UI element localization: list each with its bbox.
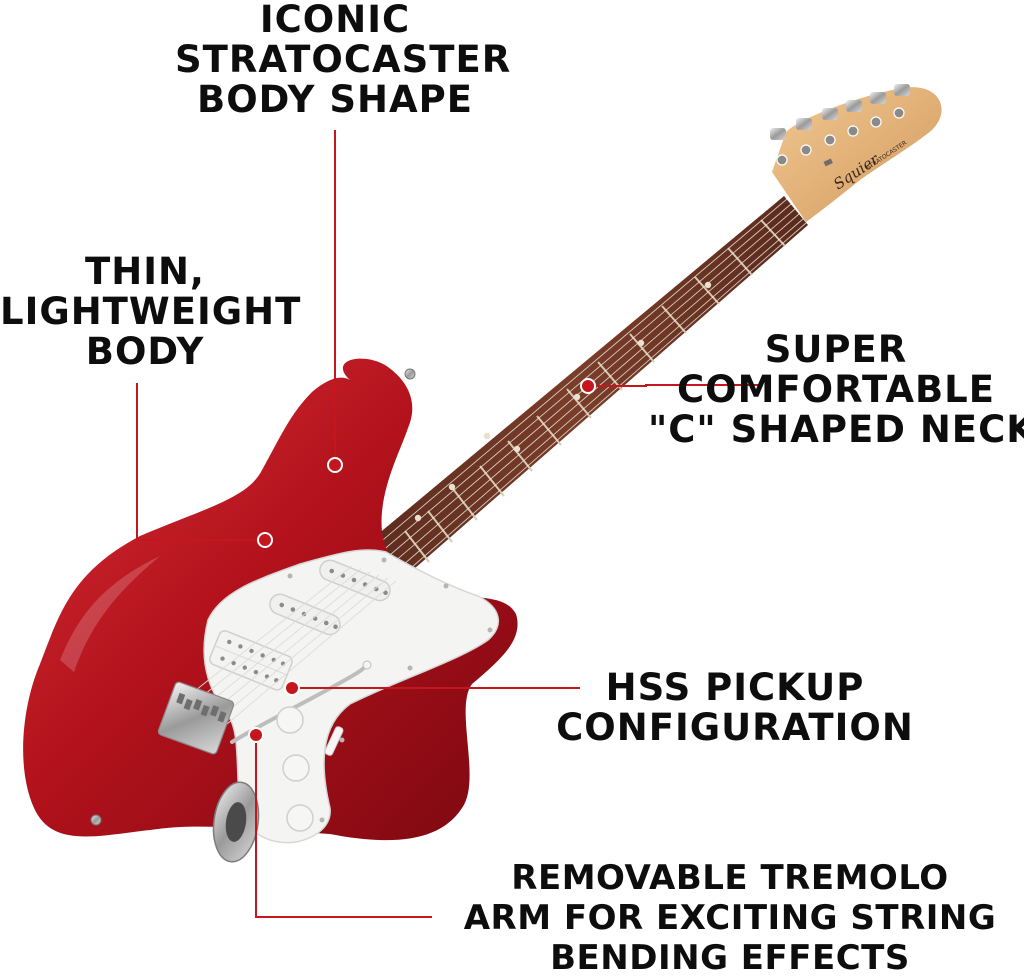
callout-pickups: HSS PICKUP CONFIGURATION bbox=[556, 666, 914, 749]
string-tree bbox=[823, 158, 833, 167]
tuners bbox=[770, 84, 910, 140]
tuner-posts bbox=[776, 107, 905, 166]
frets bbox=[383, 219, 786, 581]
fretboard bbox=[347, 196, 808, 583]
callout-tremolo: REMOVABLE TREMOLO ARM FOR EXCITING STRIN… bbox=[463, 858, 997, 978]
output-jack bbox=[212, 781, 260, 863]
strap-button-top bbox=[404, 368, 416, 380]
callout-body-shape: ICONIC STRATOCASTER BODY SHAPE bbox=[175, 0, 512, 121]
callout-lines bbox=[136, 130, 760, 918]
headstock: Squier STRATOCASTER bbox=[770, 84, 942, 222]
callout-line-lightweight bbox=[136, 383, 265, 541]
headstock-face bbox=[772, 87, 942, 222]
neck bbox=[347, 196, 808, 583]
strap-button-bottom bbox=[90, 814, 102, 826]
callout-line-neck bbox=[588, 384, 760, 387]
tremolo-bridge bbox=[157, 681, 235, 755]
callout-neck: SUPER COMFORTABLE "C" SHAPED NECK bbox=[648, 328, 1024, 451]
tremolo-arm-tip bbox=[362, 660, 372, 670]
callout-dots bbox=[248, 378, 596, 743]
body-highlight bbox=[60, 556, 160, 672]
control-knobs bbox=[276, 706, 314, 832]
neck-strings bbox=[351, 198, 807, 582]
fret-markers bbox=[414, 281, 712, 522]
callout-lightweight-body: THIN, LIGHTWEIGHT BODY bbox=[0, 250, 302, 373]
body-strings bbox=[195, 565, 397, 731]
callout-line-tremolo bbox=[255, 735, 432, 918]
pickguard bbox=[203, 549, 500, 844]
selector-switch bbox=[324, 726, 344, 756]
